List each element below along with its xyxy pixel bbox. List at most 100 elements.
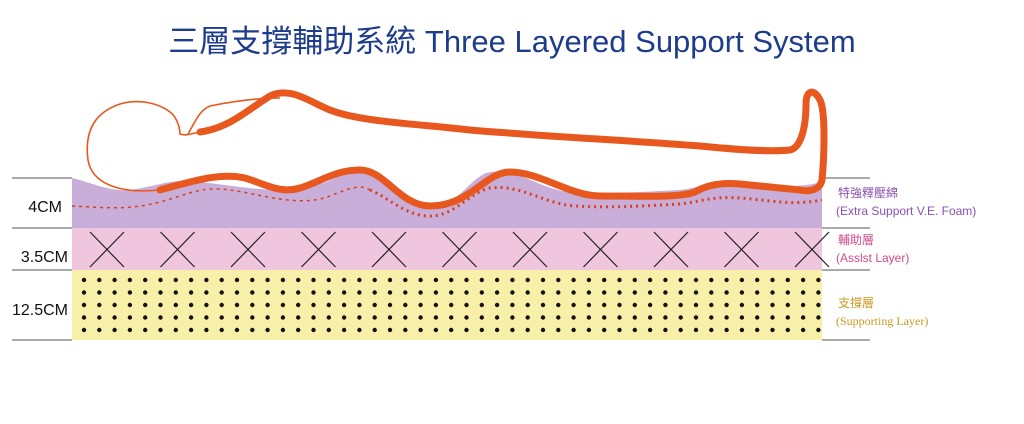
support-dot: [510, 327, 515, 333]
support-dot: [540, 277, 546, 283]
thickness-label-supporting: 12.5CM: [12, 302, 68, 319]
support-dot: [204, 302, 209, 308]
support-dot: [219, 327, 224, 333]
assist-layer-crosses: [89, 231, 830, 268]
support-dot: [173, 315, 178, 320]
support-dot: [112, 290, 117, 295]
support-dot: [280, 315, 286, 320]
support-dot: [678, 277, 683, 283]
support-dot: [510, 302, 515, 308]
support-dot: [112, 327, 117, 333]
support-dot: [602, 327, 607, 333]
support-dot: [311, 302, 316, 308]
support-dot: [204, 315, 209, 320]
support-dot: [479, 315, 484, 320]
support-dot: [326, 315, 331, 320]
support-dot: [81, 315, 87, 320]
support-dot: [219, 315, 224, 320]
support-dot: [143, 302, 148, 308]
support-dot: [617, 290, 622, 295]
dimension-ticks-left: [12, 177, 72, 341]
support-dot: [143, 315, 148, 320]
support-dot: [571, 315, 576, 320]
support-dot: [403, 315, 408, 320]
support-dot: [663, 290, 668, 295]
support-dot: [479, 302, 484, 308]
support-dot: [188, 290, 194, 295]
support-dot: [571, 277, 576, 283]
support-dot: [556, 277, 561, 283]
support-dot: [755, 302, 760, 308]
support-dot: [357, 290, 362, 295]
support-dot: [556, 302, 561, 308]
support-dot: [97, 277, 102, 283]
thickness-label-foam: 4CM: [28, 199, 62, 216]
support-dot: [143, 290, 148, 295]
support-dot: [525, 315, 530, 320]
support-dot: [158, 290, 163, 295]
support-dot: [678, 290, 683, 295]
support-dot: [816, 290, 821, 295]
support-dot: [418, 302, 423, 308]
support-dot: [540, 315, 546, 320]
support-dot: [586, 290, 592, 295]
support-dot: [311, 315, 316, 320]
support-dot: [250, 327, 255, 333]
support-dot: [372, 302, 377, 308]
assist-label-zh: 輔助層: [838, 233, 874, 247]
support-dot: [449, 302, 454, 308]
support-dot: [632, 302, 637, 308]
support-dot: [326, 327, 331, 333]
support-dot: [234, 302, 240, 308]
support-dot: [265, 302, 270, 308]
support-dot: [770, 290, 775, 295]
support-dot: [387, 277, 393, 283]
support-dot: [418, 315, 423, 320]
support-dot: [571, 327, 576, 333]
support-dot: [494, 277, 500, 283]
foam-label-en: (Extra Support V.E. Foam): [836, 204, 976, 218]
assist-cross: [371, 231, 407, 268]
assist-cross: [653, 231, 689, 268]
support-dot: [632, 327, 637, 333]
support-dot: [586, 315, 592, 320]
support-dot: [556, 327, 561, 333]
support-dot: [204, 277, 209, 283]
support-dot: [709, 302, 714, 308]
support-dot: [280, 290, 286, 295]
support-dot: [739, 302, 745, 308]
support-dot: [678, 327, 683, 333]
support-dot: [173, 277, 178, 283]
support-dot: [693, 327, 699, 333]
support-dot: [341, 277, 347, 283]
support-dot: [479, 277, 484, 283]
support-dot: [540, 302, 546, 308]
support-dot: [127, 290, 133, 295]
support-dot: [602, 277, 607, 283]
support-dot: [464, 302, 469, 308]
support-dot: [418, 290, 423, 295]
support-dot: [387, 302, 393, 308]
support-dot: [280, 277, 286, 283]
support-dot: [800, 327, 806, 333]
support-dot: [602, 302, 607, 308]
support-dot: [326, 277, 331, 283]
support-dot: [464, 277, 469, 283]
support-dot: [800, 290, 806, 295]
support-dot: [387, 290, 393, 295]
foam-label-zh: 特強釋壓綿: [838, 185, 898, 200]
support-dot: [418, 277, 423, 283]
support-dot: [387, 327, 393, 333]
support-dot: [387, 315, 393, 320]
support-dot: [234, 315, 240, 320]
support-dot: [678, 315, 683, 320]
support-dot: [158, 277, 163, 283]
support-dot: [816, 327, 821, 333]
support-dot: [296, 315, 301, 320]
support-dot: [403, 327, 408, 333]
support-dot: [127, 277, 133, 283]
support-dot: [357, 277, 362, 283]
supporting-label-en: (Supporting Layer): [836, 314, 928, 328]
support-dot: [97, 302, 102, 308]
support-dot: [433, 290, 439, 295]
